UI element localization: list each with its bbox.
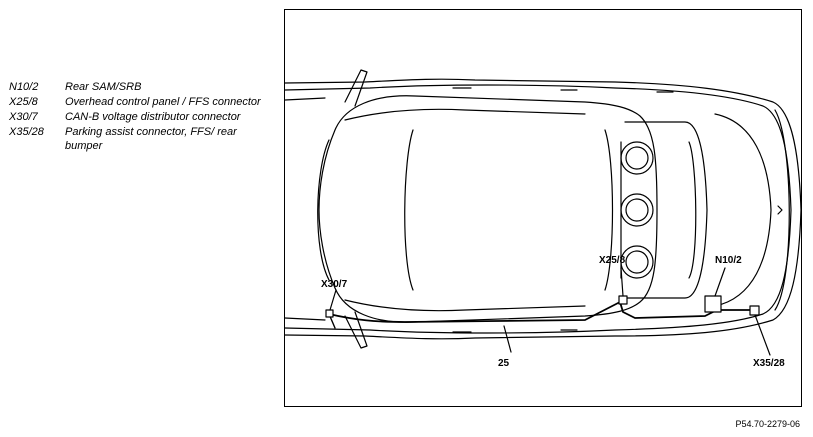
wiring-harness-25 [328, 301, 756, 323]
rear-bumper-line [774, 109, 790, 311]
legend-code: N10/2 [9, 81, 39, 93]
legend-row-x35-28: X35/28 Parking assist connector, FFS/ re… [9, 125, 269, 153]
connector-n10-2-box [704, 295, 722, 313]
connector-x25-8-box [618, 295, 628, 305]
legend-row-x25-8: X25/8 Overhead control panel / FFS conne… [9, 95, 269, 109]
rear-window-line [604, 129, 614, 291]
legend-code: X25/8 [9, 96, 38, 108]
callout-harness-25: 25 [498, 358, 510, 369]
leader-n10-2 [714, 267, 726, 297]
leader-x30-7 [329, 289, 337, 311]
car-top-view-drawing [285, 69, 801, 356]
leader-x35-28 [754, 314, 771, 356]
legend-description: CAN-B voltage distributor connector [65, 111, 241, 123]
right-mirror [344, 311, 368, 349]
trunk-outline [624, 121, 708, 299]
diagram-frame: X30/7 X25/8 N10/2 X35/28 25 [284, 9, 802, 407]
front-fender-line [285, 317, 326, 321]
car-body-outline [285, 78, 801, 340]
door-handle-marks [452, 87, 674, 333]
callout-x30-7: X30/7 [321, 279, 348, 290]
figure-id: P54.70-2279-06 [735, 419, 800, 429]
rear-seat-headrests [620, 141, 654, 279]
legend-row-x30-7: X30/7 CAN-B voltage distributor connecto… [9, 110, 269, 124]
legend-code: X35/28 [9, 126, 44, 138]
legend-code: X30/7 [9, 111, 38, 123]
connector-x30-7-box [325, 309, 334, 318]
callout-x35-28: X35/28 [753, 358, 785, 369]
legend-row-n10-2: N10/2 Rear SAM/SRB [9, 80, 269, 94]
car-body-inner-line [285, 84, 792, 334]
callout-n10-2: N10/2 [715, 255, 742, 266]
rear-emblem [777, 205, 783, 215]
cabin-top-rail [344, 108, 586, 121]
legend-description: Parking assist connector, FFS/ rear bump… [65, 126, 237, 152]
leader-harness-25 [503, 325, 512, 353]
rear-lid-line [714, 113, 772, 307]
connector-x35-28-box [749, 305, 760, 316]
trunk-inner [688, 141, 697, 279]
legend-description: Overhead control panel / FFS connector [65, 96, 261, 108]
front-fender-line [285, 97, 326, 101]
leader-x25-8 [620, 267, 624, 297]
legend-description: Rear SAM/SRB [65, 81, 142, 93]
roof-line [404, 129, 414, 291]
callout-x25-8: X25/8 [599, 255, 626, 266]
windshield-line [317, 139, 330, 281]
cabin-bottom-rail [344, 299, 586, 312]
left-mirror [344, 69, 368, 107]
component-legend: N10/2 Rear SAM/SRB X25/8 Overhead contro… [9, 80, 269, 154]
cabin-outline [318, 95, 658, 323]
